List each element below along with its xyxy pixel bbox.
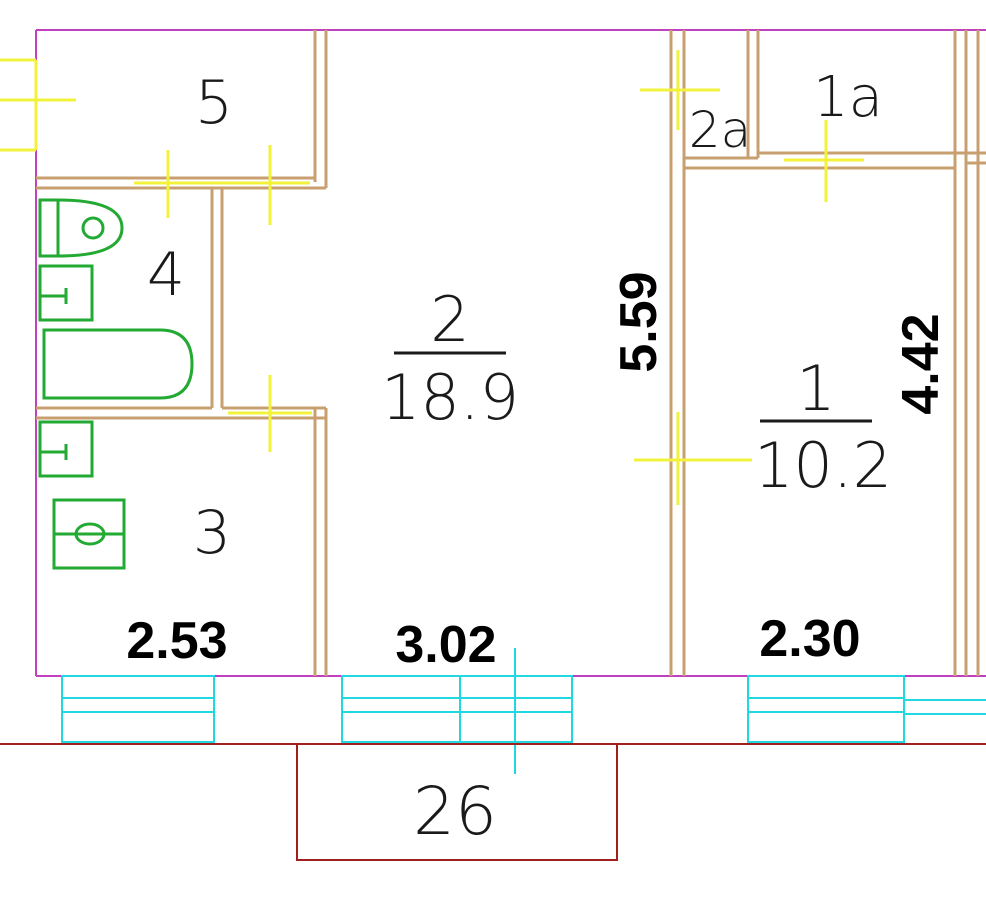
room-3-number: 3: [193, 498, 231, 568]
toilet-icon: [38, 198, 124, 258]
sink-icon: [38, 420, 94, 478]
window-right: [747, 675, 986, 743]
balcony-number: 26: [413, 773, 497, 850]
room-1-area: 10.2: [754, 429, 892, 502]
interior-walls: [36, 30, 986, 676]
sink-icon: [38, 264, 94, 322]
room-2-number: 2: [430, 283, 469, 356]
window-left: [61, 675, 215, 743]
room-1a-number: 1a: [813, 65, 883, 130]
dimension-width-middle: 3.02: [395, 616, 496, 674]
dimension-width-right: 2.30: [759, 610, 860, 668]
windows: [61, 648, 986, 774]
dimension-length-room-2: 5.59: [610, 271, 668, 372]
room-4-number: 4: [147, 240, 185, 310]
room-5-number: 5: [195, 68, 233, 138]
room-2a-number: 2a: [689, 101, 751, 159]
room-2-area: 18.9: [381, 361, 519, 434]
dimension-width-left: 2.53: [126, 612, 227, 670]
room-1-number: 1: [796, 352, 835, 425]
bathtub-icon: [42, 328, 194, 400]
window-middle: [341, 648, 573, 774]
door-marks: [0, 50, 864, 505]
toilet-icon: [52, 498, 126, 570]
dimension-length-room-1: 4.42: [892, 313, 950, 414]
balcony-outline: [0, 743, 986, 861]
